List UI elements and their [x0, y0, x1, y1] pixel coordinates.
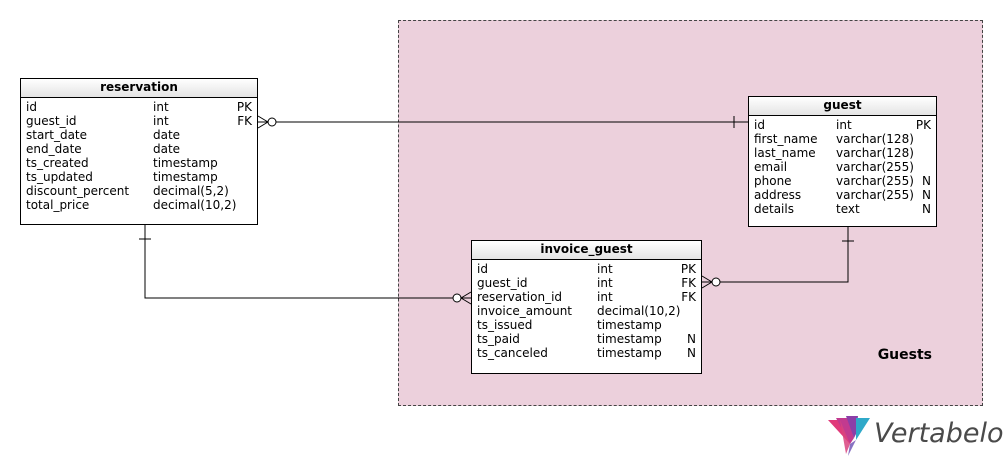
column-list: id int PK first_name varchar(128) last_name…: [749, 116, 936, 218]
column-flag: PK: [680, 262, 696, 276]
column-type: int: [153, 114, 169, 128]
column-name: id: [754, 118, 765, 132]
column-row[interactable]: id int PK: [754, 118, 931, 132]
column-name: total_price: [26, 198, 90, 212]
column-type: int: [153, 100, 169, 114]
column-name: email: [754, 160, 788, 174]
column-row[interactable]: ts_paid timestamp N: [477, 332, 696, 346]
vertabelo-logo-mark-icon: [828, 416, 870, 456]
column-type: timestamp: [597, 346, 662, 360]
table-title: reservation: [21, 79, 257, 98]
column-row[interactable]: first_name varchar(128): [754, 132, 931, 146]
column-type: timestamp: [597, 332, 662, 346]
column-row[interactable]: address varchar(255) N: [754, 188, 931, 202]
table-title: guest: [749, 97, 936, 116]
column-name: address: [754, 188, 802, 202]
column-type: text: [836, 202, 860, 216]
column-type: int: [597, 262, 613, 276]
column-type: varchar(255): [836, 174, 914, 188]
column-name: end_date: [26, 142, 82, 156]
column-type: varchar(128): [836, 146, 914, 160]
column-name: start_date: [26, 128, 88, 142]
column-type: int: [597, 276, 613, 290]
column-row[interactable]: id int PK: [477, 262, 696, 276]
relationship-invoice-guest-reservation[interactable]: [139, 225, 472, 305]
column-row[interactable]: last_name varchar(128): [754, 146, 931, 160]
column-name: invoice_amount: [477, 304, 572, 318]
column-type: timestamp: [597, 318, 662, 332]
column-name: details: [754, 202, 794, 216]
column-type: decimal(10,2): [153, 198, 237, 212]
relationship-invoice-guest-guest[interactable]: [701, 227, 854, 289]
column-flag: N: [922, 174, 931, 188]
column-name: first_name: [754, 132, 818, 146]
column-flag: N: [687, 346, 696, 360]
column-type: decimal(5,2): [153, 184, 229, 198]
column-type: date: [153, 142, 181, 156]
column-name: last_name: [754, 146, 816, 160]
column-name: guest_id: [477, 276, 528, 290]
column-name: ts_issued: [477, 318, 533, 332]
column-row[interactable]: guest_id int FK: [26, 114, 252, 128]
column-row[interactable]: reservation_id int FK: [477, 290, 696, 304]
column-type: int: [597, 290, 613, 304]
column-row[interactable]: ts_issued timestamp: [477, 318, 696, 332]
column-type: varchar(128): [836, 132, 914, 146]
column-name: id: [477, 262, 488, 276]
column-row[interactable]: phone varchar(255) N: [754, 174, 931, 188]
column-flag: FK: [681, 276, 696, 290]
column-type: decimal(10,2): [597, 304, 681, 318]
column-flag: N: [922, 202, 931, 216]
column-name: ts_paid: [477, 332, 520, 346]
subject-area-label: Guests: [877, 347, 932, 363]
column-name: ts_created: [26, 156, 89, 170]
column-row[interactable]: ts_created timestamp: [26, 156, 252, 170]
table-guest[interactable]: guest id int PK first_name varchar(128) las…: [748, 96, 937, 227]
column-name: discount_percent: [26, 184, 130, 198]
column-type: date: [153, 128, 181, 142]
column-flag: N: [922, 188, 931, 202]
table-title: invoice_guest: [472, 241, 701, 260]
column-row[interactable]: id int PK: [26, 100, 252, 114]
column-type: timestamp: [153, 170, 218, 184]
column-flag: PK: [915, 118, 931, 132]
column-type: varchar(255): [836, 160, 914, 174]
column-row[interactable]: total_price decimal(10,2): [26, 198, 252, 212]
column-type: timestamp: [153, 156, 218, 170]
column-type: varchar(255): [836, 188, 914, 202]
vertabelo-logo-text: Vertabelo: [874, 418, 1003, 449]
column-name: guest_id: [26, 114, 77, 128]
column-flag: FK: [237, 114, 252, 128]
column-row[interactable]: details text N: [754, 202, 931, 216]
column-flag: PK: [236, 100, 252, 114]
column-row[interactable]: end_date date: [26, 142, 252, 156]
column-name: reservation_id: [477, 290, 563, 304]
column-name: ts_updated: [26, 170, 93, 184]
column-name: id: [26, 100, 37, 114]
column-row[interactable]: ts_updated timestamp: [26, 170, 252, 184]
column-row[interactable]: start_date date: [26, 128, 252, 142]
relationship-reservation-guest[interactable]: [257, 115, 748, 129]
column-name: ts_canceled: [477, 346, 548, 360]
column-row[interactable]: email varchar(255): [754, 160, 931, 174]
column-row[interactable]: invoice_amount decimal(10,2): [477, 304, 696, 318]
column-name: phone: [754, 174, 792, 188]
column-row[interactable]: ts_canceled timestamp N: [477, 346, 696, 360]
column-type: int: [836, 118, 852, 132]
column-flag: FK: [681, 290, 696, 304]
vertabelo-logo: Vertabelo: [826, 414, 1003, 460]
column-flag: N: [687, 332, 696, 346]
column-row[interactable]: guest_id int FK: [477, 276, 696, 290]
column-row[interactable]: discount_percent decimal(5,2): [26, 184, 252, 198]
